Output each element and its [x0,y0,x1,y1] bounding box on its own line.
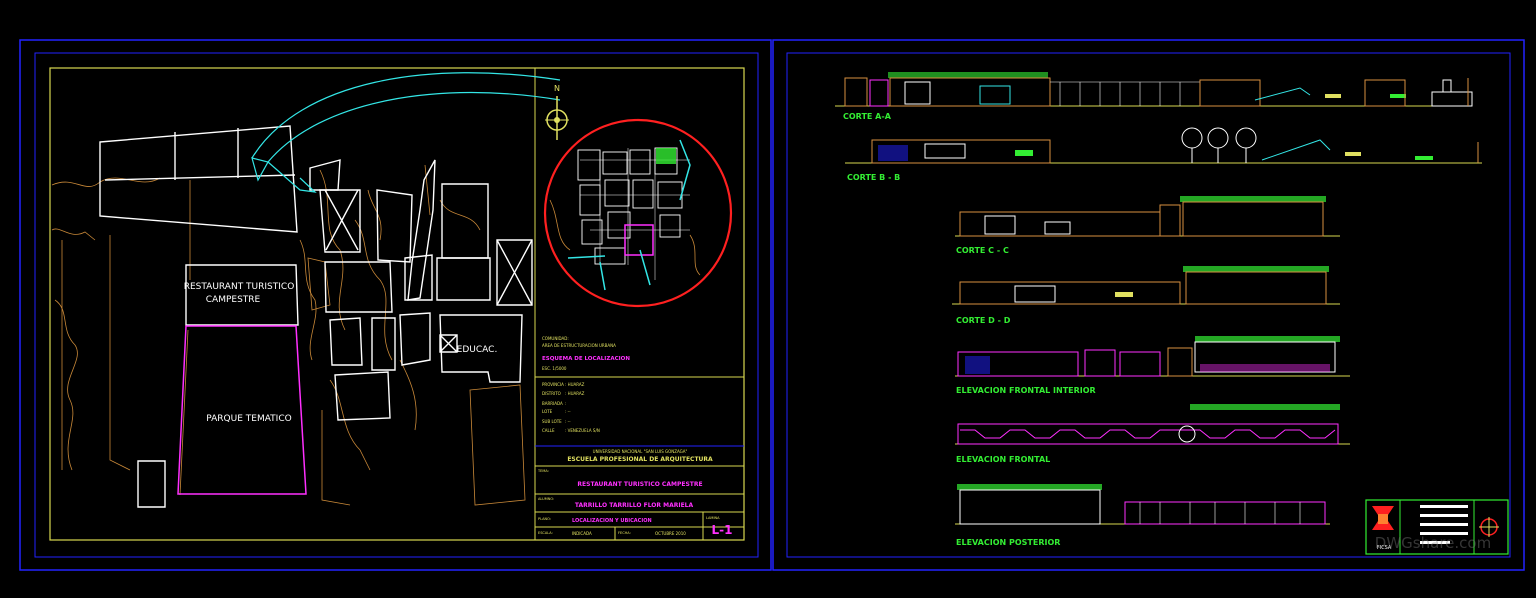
svg-text:: VENEZUELA S/N: : VENEZUELA S/N [565,428,600,433]
section-label-cc: CORTE C - C [956,246,1009,255]
park-label: PARQUE TEMATICO [206,414,291,424]
sheet-border [49,67,745,541]
svg-text:AREA DE ESTRUCTURACION URBANA: AREA DE ESTRUCTURACION URBANA [542,343,616,348]
svg-text:: --: : -- [565,409,571,414]
svg-text:SUB LOTE: SUB LOTE [542,419,562,424]
left-inner-frame [34,52,759,558]
svg-text:: --: : -- [565,419,571,424]
title-block: UNIVERSIDAD NACIONAL "SAN LUIS GONZAGA" … [537,449,732,537]
site-plan-sheet: RESTAURANT TURISTICO CAMPESTRE PARQUE TE… [49,67,745,541]
right-outer-frame [772,39,1525,571]
svg-text:INDICADA: INDICADA [572,531,592,536]
svg-text:LAMINA: LAMINA [706,516,720,520]
svg-text:ESQUEMA DE LOCALIZACION: ESQUEMA DE LOCALIZACION [542,356,630,362]
svg-text:: HUARAZ: : HUARAZ [565,382,585,387]
section-label-dd: CORTE D - D [956,316,1011,325]
svg-text::: : [565,401,566,406]
svg-text:RESTAURANT TURISTICO CAMPESTRE: RESTAURANT TURISTICO CAMPESTRE [577,481,702,488]
sections-sheet: CORTE A-A CORTE B - B CORTE C - C CORTE … [835,72,1509,555]
section-dd-drawing [952,266,1340,305]
svg-text:LOTE: LOTE [542,409,553,414]
svg-text:COMUNIDAD:: COMUNIDAD: [542,336,569,341]
label-elevation-front: ELEVACION FRONTAL [956,455,1050,464]
education-label: EDUCAC. [457,345,498,355]
elevation-front-interior-drawing [955,336,1350,377]
restaurant-label-2: CAMPESTRE [206,295,261,305]
svg-text:CALLE: CALLE [542,428,555,433]
svg-text:DISTRITO: DISTRITO [542,391,561,396]
elevation-rear-drawing [955,484,1330,525]
section-aa-drawing [835,72,1473,107]
north-arrow [545,96,569,140]
svg-text:UNIVERSIDAD NACIONAL "SAN LUIS: UNIVERSIDAD NACIONAL "SAN LUIS GONZAGA" [593,449,688,454]
svg-text:ESCUELA PROFESIONAL DE ARQUITE: ESCUELA PROFESIONAL DE ARQUITECTURA [567,456,713,463]
section-label-bb: CORTE B - B [847,173,900,182]
svg-text:ESC. 1/5000: ESC. 1/5000 [542,366,567,371]
location-map [543,118,733,308]
svg-text:L-1: L-1 [712,523,733,537]
north-label: N [554,84,560,93]
svg-text:TEMA:: TEMA: [537,469,549,473]
svg-text:: HUARAZ: : HUARAZ [565,391,585,396]
section-cc-drawing [955,196,1340,237]
svg-text:ALUMNO:: ALUMNO: [538,497,554,501]
building-outlines [99,125,533,508]
svg-text:BARRIADA: BARRIADA [542,401,563,406]
label-elevation-rear: ELEVACION POSTERIOR [956,538,1060,547]
park-outline [177,325,307,495]
section-label-aa: CORTE A-A [843,112,892,121]
stamp-block: FICSA DWGshare.com [1365,499,1509,555]
right-inner-frame [786,52,1511,558]
section-bb-drawing [845,127,1482,164]
svg-text:TARRILLO TARRILLO FLOR MARIELA: TARRILLO TARRILLO FLOR MARIELA [575,502,694,509]
elevation-front-drawing [955,404,1350,445]
info-block: COMUNIDAD: AREA DE ESTRUCTURACION URBANA… [542,336,630,433]
watermark: DWGshare.com [1375,534,1491,552]
label-elevation-front-interior: ELEVACION FRONTAL INTERIOR [956,386,1096,395]
restaurant-label-1: RESTAURANT TURISTICO [184,282,295,292]
svg-text:PLANO:: PLANO: [538,517,551,521]
location-arrow [251,72,561,193]
topographic-lines [51,164,526,506]
stamp-logo-text: FICSA [1377,545,1392,551]
svg-text:OCTUBRE 2010: OCTUBRE 2010 [655,531,686,536]
svg-text:PROVINCIA: PROVINCIA [542,382,564,387]
svg-text:FECHA:: FECHA: [618,531,631,535]
svg-text:ESCALA:: ESCALA: [538,531,553,535]
left-outer-frame [19,39,772,571]
svg-text:LOCALIZACION Y UBICACION: LOCALIZACION Y UBICACION [572,518,652,524]
